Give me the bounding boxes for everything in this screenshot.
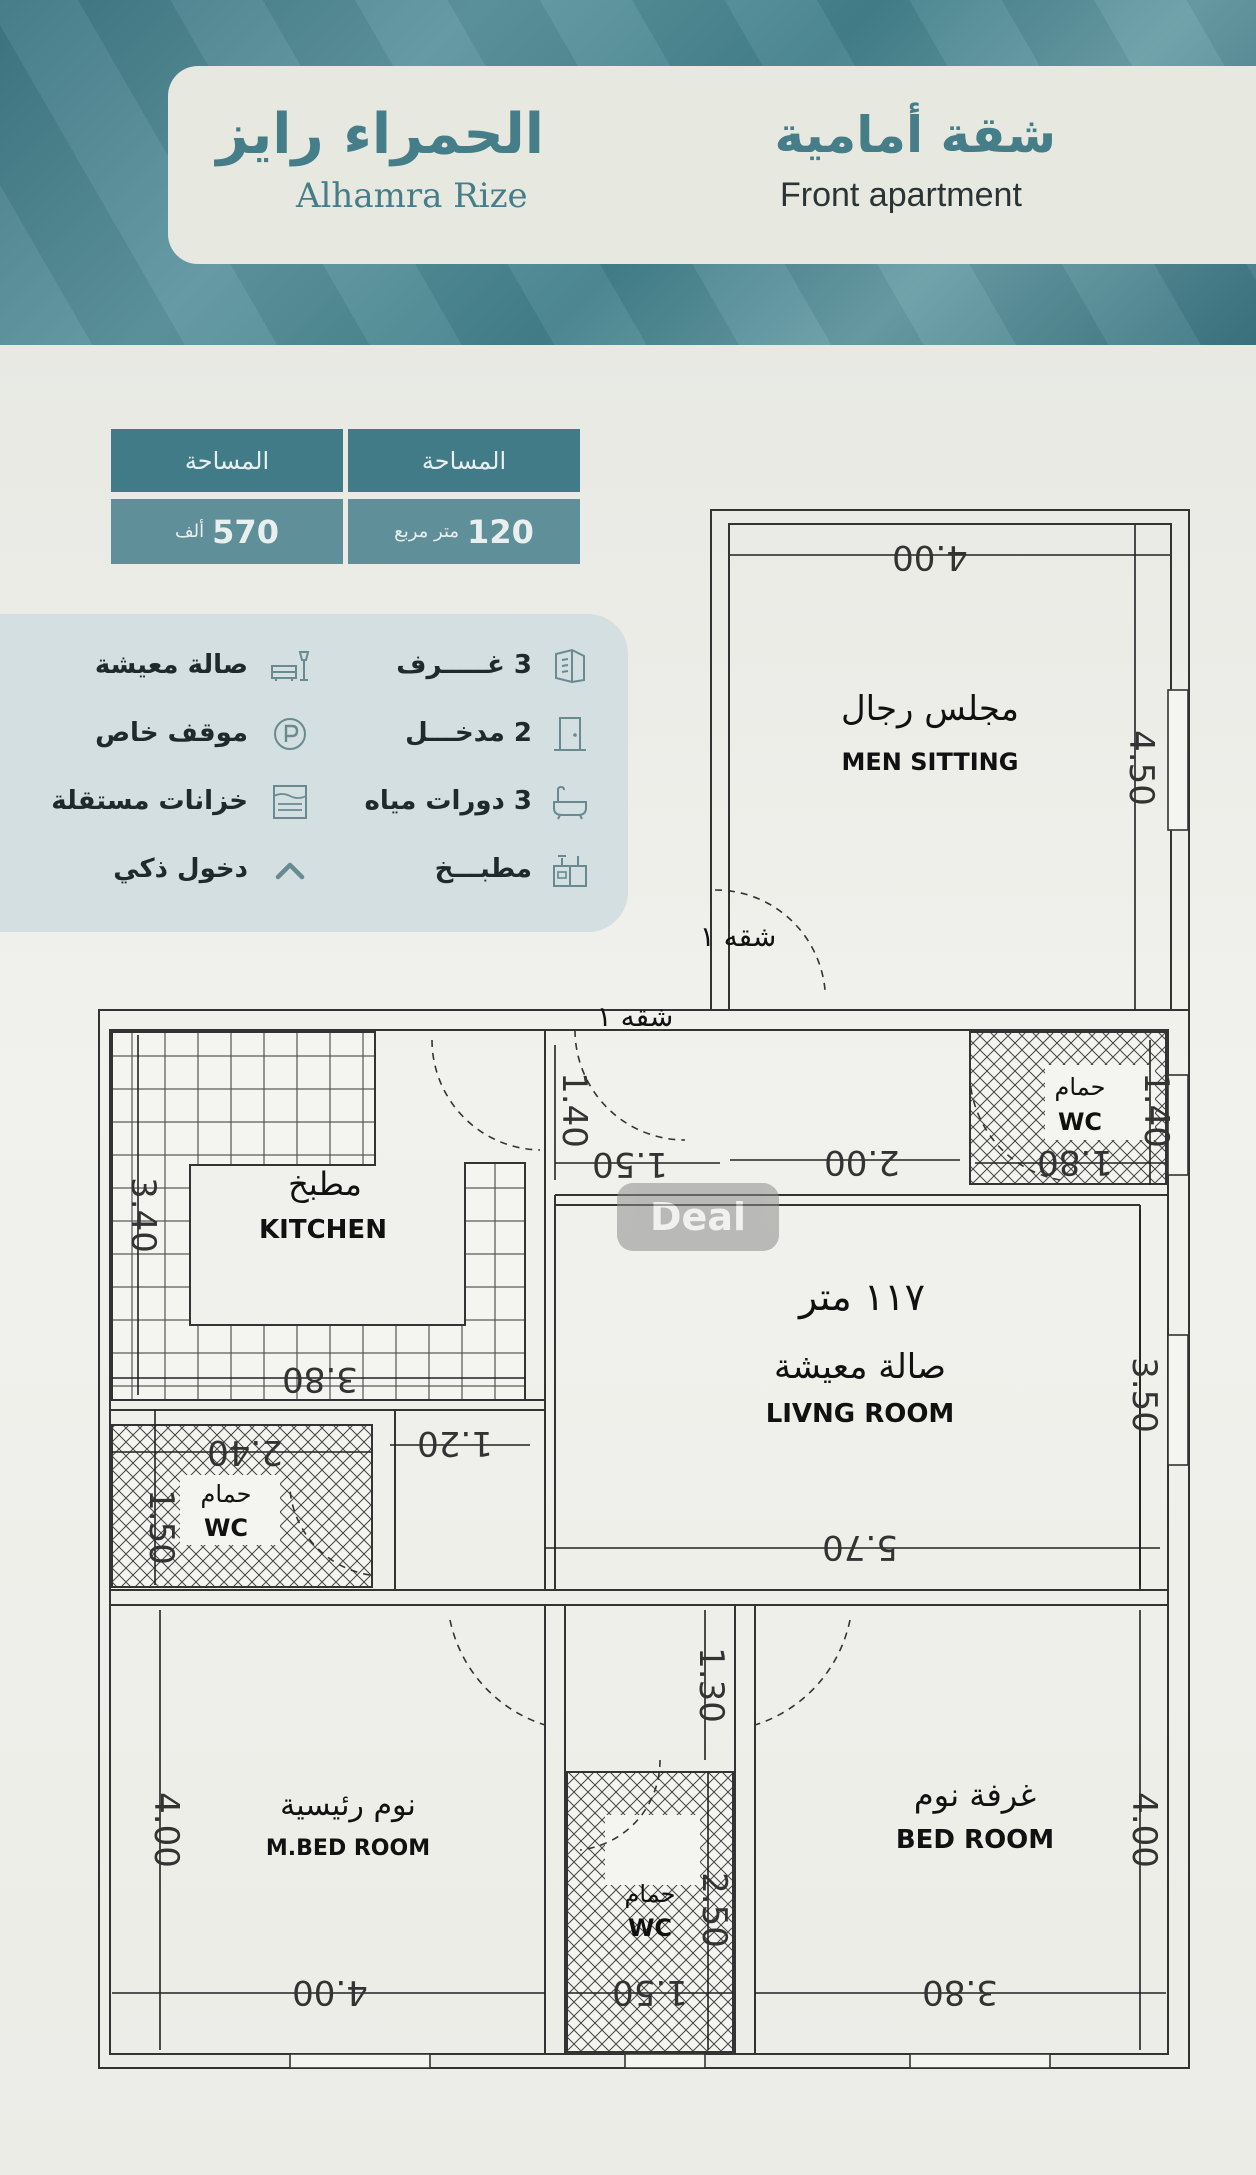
features-panel: 3 غـــــرف 2 مدخـــل 3 دورات مياه مطبـــ… [0, 614, 628, 932]
dim-bed-width: 3.80 [922, 1972, 998, 2012]
title-card: شقة أمامية Front apartment الحمراء رايز … [168, 66, 1256, 264]
area-label: المساحة [421, 446, 507, 475]
kitchen-tiles [111, 1031, 526, 1401]
bed-room-en: BED ROOM [896, 1825, 1054, 1855]
dim-wc2-height: 1.50 [141, 1489, 181, 1565]
dim-entry-width: 1.50 [592, 1144, 668, 1184]
kitchen-icon [553, 855, 587, 887]
parking-icon [274, 718, 306, 750]
dim-living-height: 3.50 [1124, 1357, 1164, 1433]
dim-living-width: 5.70 [822, 1527, 898, 1567]
area-value-box: متر مربع 120 [348, 499, 580, 564]
door-swings [289, 889, 1061, 1851]
room-labels: مجلس رجال MEN SITTING شقه ١ شقه ١ حمام W… [201, 689, 1106, 1942]
master-bed-ar: نوم رئيسية [280, 1788, 416, 1823]
master-bed-en: M.BED ROOM [266, 1836, 430, 1861]
feature-kitchen: مطبـــخ [434, 854, 532, 884]
project-title-ar: الحمراء رايز [216, 102, 544, 167]
wc-upper-en: WC [1058, 1108, 1102, 1136]
dim-men-width: 4.00 [892, 537, 968, 577]
area-label-box: المساحة [348, 429, 580, 492]
men-sitting-ar: مجلس رجال [841, 689, 1019, 729]
apartment-title-en: Front apartment [780, 176, 1022, 214]
wc-bottom-en: WC [628, 1914, 672, 1942]
dim-wc2-width: 2.40 [207, 1432, 283, 1472]
apartment-door-label-1: شقه ١ [700, 920, 777, 953]
area-unit: متر مربع [394, 521, 460, 542]
feature-entrances: 2 مدخـــل [405, 718, 532, 748]
dimension-lines [112, 525, 1170, 2050]
area-value: 120 [467, 512, 534, 551]
dim-wc1-width: 1.80 [1037, 1142, 1113, 1182]
apartment-title-ar: شقة أمامية [774, 106, 1056, 164]
kitchen-en: KITCHEN [259, 1215, 387, 1245]
price-unit: ألف [175, 521, 205, 542]
building-icon [555, 648, 585, 684]
dim-corridor-width: 2.00 [824, 1142, 900, 1182]
kitchen-ar: مطبخ [288, 1165, 362, 1203]
dim-mbed-width: 4.00 [292, 1972, 368, 2012]
feature-parking: موقف خاص [95, 718, 248, 748]
price-value-box: ألف 570 [111, 499, 343, 564]
dim-wc1-height: 1.40 [1136, 1072, 1176, 1148]
wc-label-bg-1 [1045, 1065, 1155, 1140]
dim-mbed-height: 4.00 [146, 1792, 186, 1868]
price-label-box: المساحة [111, 429, 343, 492]
deal-watermark: Deal [617, 1183, 779, 1251]
dim-kitchen-width: 3.80 [282, 1359, 358, 1399]
dim-kitchen-height: 3.40 [123, 1177, 163, 1253]
dim-wc3-height: 2.50 [694, 1872, 734, 1948]
wc-upper-ar: حمام [1055, 1073, 1106, 1101]
dim-bed-height: 4.00 [1124, 1792, 1164, 1868]
price-value: 570 [212, 512, 279, 551]
men-sitting-en: MEN SITTING [842, 748, 1019, 776]
dim-men-height: 4.50 [1121, 730, 1161, 806]
feature-rooms: 3 غـــــرف [396, 650, 532, 680]
dim-entry-height: 1.40 [554, 1072, 594, 1148]
feature-bathrooms: 3 دورات مياه [364, 786, 532, 816]
apartment-door-label-2: شقه ١ [597, 1000, 674, 1033]
tank-icon [273, 785, 307, 819]
wc-label-bg-2 [180, 1475, 280, 1545]
watermark-text: Deal [650, 1195, 746, 1239]
chevron-up-icon [275, 862, 305, 880]
bed-room-ar: غرفة نوم [914, 1776, 1036, 1814]
door-icon [554, 717, 586, 751]
dim-hall-width: 1.20 [417, 1423, 493, 1463]
price-label: المساحة [184, 446, 270, 475]
wc-left-ar: حمام [201, 1480, 252, 1508]
feature-smart-entry: دخول ذكي [113, 854, 248, 884]
dimension-labels: 4.00 4.50 1.40 1.80 2.00 1.40 1.50 3.40 … [123, 537, 1176, 2012]
dim-bed-corridor: 1.30 [691, 1647, 731, 1723]
feature-living: صالة معيشة [94, 650, 248, 680]
sofa-lamp-icon [271, 651, 310, 681]
windows [289, 689, 1189, 2069]
wc-bottom-ar: حمام [625, 1880, 676, 1908]
project-title-en: Alhamra Rize [296, 176, 528, 216]
living-en: LIVNG ROOM [766, 1399, 955, 1429]
living-area: ١١٧ متر [797, 1275, 925, 1320]
feature-tanks: خزانات مستقلة [51, 786, 248, 816]
bathtub-icon [553, 785, 587, 820]
dim-wc3-width: 1.50 [612, 1972, 688, 2012]
wc-left-en: WC [204, 1514, 248, 1542]
wc-label-bg-3 [605, 1815, 700, 1885]
living-ar: صالة معيشة [774, 1347, 946, 1387]
